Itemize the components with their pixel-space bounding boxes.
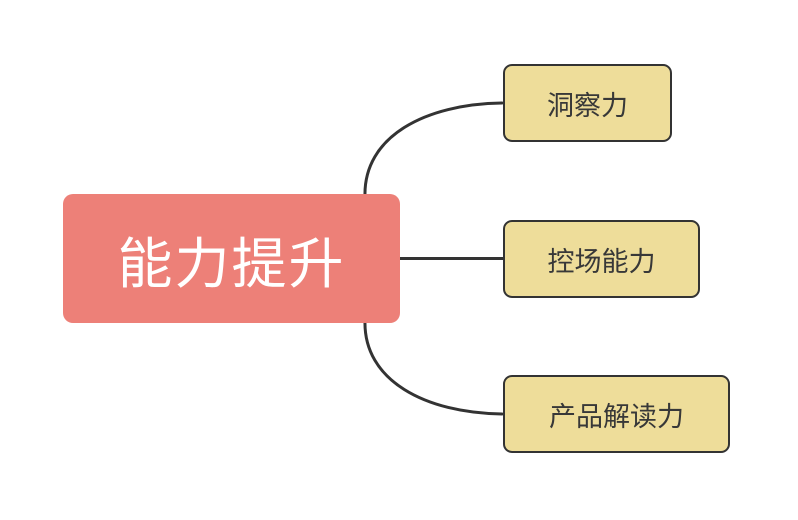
- node-child-insight[interactable]: 洞察力: [503, 64, 672, 142]
- connector-root-to-child-3: [363, 318, 504, 416]
- node-child-label: 控场能力: [547, 246, 656, 277]
- node-child-control[interactable]: 控场能力: [503, 220, 700, 298]
- node-child-label: 产品解读力: [549, 401, 684, 432]
- node-root-label: 能力提升: [117, 232, 346, 295]
- node-child-product[interactable]: 产品解读力: [503, 375, 730, 453]
- connector-root-to-child-1: [363, 101, 504, 199]
- node-root[interactable]: 能力提升: [63, 194, 400, 323]
- node-child-label: 洞察力: [547, 90, 628, 121]
